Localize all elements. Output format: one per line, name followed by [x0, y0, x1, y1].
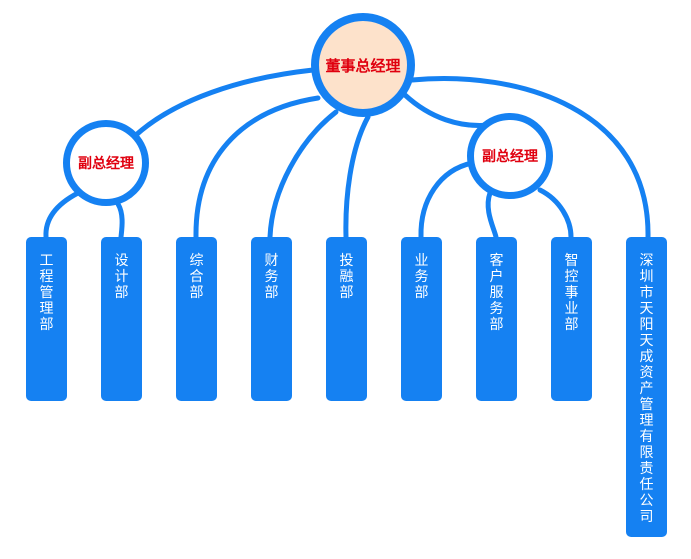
link-root-dept-tourong — [343, 114, 371, 240]
link-vice-right-dept-kehu — [485, 190, 499, 240]
dept-label: 业务部 — [414, 253, 429, 301]
dept-engineering-management: 工程管理部 — [26, 237, 67, 401]
node-ceo-label: 董事总经理 — [325, 56, 401, 75]
link-root-company — [409, 76, 651, 240]
dept-finance: 财务部 — [251, 237, 292, 401]
link-vice-left-dept-sheji — [115, 201, 125, 240]
node-ceo: 董事总经理 — [311, 13, 415, 117]
link-root-vice-right — [402, 92, 493, 129]
dept-label: 深圳市天阳天成资产管理有限责任公司 — [639, 253, 654, 525]
dept-design: 设计部 — [101, 237, 142, 401]
dept-label: 投融部 — [339, 253, 354, 301]
dept-label: 客户服务部 — [489, 253, 504, 333]
dept-label: 智控事业部 — [564, 253, 579, 333]
dept-business: 业务部 — [401, 237, 442, 401]
dept-asset-management-company: 深圳市天阳天成资产管理有限责任公司 — [626, 237, 667, 537]
dept-smart-control: 智控事业部 — [551, 237, 592, 401]
dept-investment-financing: 投融部 — [326, 237, 367, 401]
dept-label: 财务部 — [264, 253, 279, 301]
link-root-dept-zonghe — [193, 95, 321, 240]
dept-customer-service: 客户服务部 — [476, 237, 517, 401]
dept-label: 综合部 — [189, 253, 204, 301]
node-vice-president-right-label: 副总经理 — [482, 149, 538, 165]
link-vice-left-dept-gongcheng — [43, 190, 81, 240]
dept-label: 设计部 — [114, 253, 129, 301]
node-vice-president-left-label: 副总经理 — [78, 156, 134, 172]
link-vice-right-dept-zhikong — [537, 187, 574, 240]
dept-general-affairs: 综合部 — [176, 237, 217, 401]
node-vice-president-left: 副总经理 — [63, 120, 149, 206]
link-root-vice-left — [133, 67, 316, 138]
link-root-dept-caiwu — [267, 109, 339, 240]
node-vice-president-right: 副总经理 — [467, 113, 553, 199]
dept-label: 工程管理部 — [39, 253, 54, 333]
link-vice-right-dept-yewu — [418, 160, 475, 240]
